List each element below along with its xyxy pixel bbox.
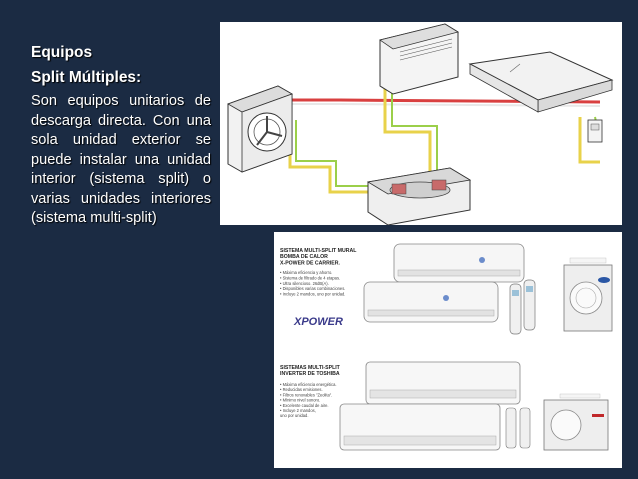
ceiling-suspended-unit — [468, 51, 614, 113]
section1-title-2: BOMBA DE CALOR — [280, 254, 328, 260]
heading-line-2: Split Múltiples: — [31, 69, 142, 86]
section2-bullet: • Incluye 2 mandos, — [280, 408, 316, 413]
svg-text:SISTEMAS MULTI-SPLIT I: SISTEMAS MULTI-SPLIT INVERTER DE TOSHIBA — [280, 365, 341, 377]
section1-title-1: SISTEMA MULTI-SPLIT MURAL — [280, 248, 357, 254]
section2-title-1: SISTEMAS MULTI-SPLIT — [280, 365, 341, 371]
section1-bullet: • Ultra silencioso. 26dB(A). — [280, 281, 329, 286]
body-paragraph: Son equipos unitarios de descarga direct… — [31, 93, 211, 226]
svg-text:SISTEMA MULTI-SPLIT MURAL: SISTEMA MULTI-SPLIT MURAL BOMBA DE CALOR… — [280, 248, 358, 266]
section2-bullet: • Reducidas emisiones. — [280, 387, 323, 392]
outdoor-unit-carrier — [563, 264, 613, 332]
slide-text: Equipos Split Múltiples: Son equipos uni… — [31, 40, 211, 229]
multi-split-diagram — [220, 22, 622, 225]
product-catalog-image: SISTEMA MULTI-SPLIT MURAL BOMBA DE CALOR… — [274, 232, 622, 468]
section1-bullet: • Sistema de filtrado de 4 etapas. — [280, 275, 340, 280]
section2-bullet: • Filtros renovables "Zeolita". — [280, 392, 332, 397]
svg-text:• Máxima eficiencia y ahorro.: • Máxima eficiencia y ahorro. • Sistema … — [280, 270, 347, 297]
remote-controls — [509, 279, 536, 335]
section2-bullet: • Excelente caudal de aire. — [280, 403, 329, 408]
wall-split-unit-upper — [393, 243, 525, 283]
toshiba-unit-upper — [365, 361, 521, 405]
outdoor-unit-toshiba — [543, 399, 609, 451]
catalog-illustration: SISTEMA MULTI-SPLIT MURAL BOMBA DE CALOR… — [274, 232, 622, 468]
section2-bullet: • Máxima eficiencia energética. — [280, 382, 337, 387]
section1-bullet: • Incluye 2 mandos, uno por unidad. — [280, 292, 345, 297]
section2-bullet: uno por unidad. — [280, 413, 308, 418]
toshiba-remotes — [505, 407, 531, 449]
xpower-logo: XPOWER — [293, 316, 343, 328]
floor-console-unit — [379, 23, 460, 95]
wall-control — [587, 119, 603, 143]
section1-title-3: X-POWER DE CARRIER. — [280, 260, 341, 266]
section2-bullet: • Mínimo nivel sonoro. — [280, 398, 320, 403]
heading-line-1: Equipos — [31, 44, 93, 61]
svg-text:• Máxima eficiencia energética: • Máxima eficiencia energética. • Reduci… — [280, 382, 338, 418]
wall-split-unit-lower — [363, 281, 499, 323]
section1-bullet: • Disponibles varias combinaciones. — [280, 286, 345, 291]
toshiba-unit-lower — [339, 403, 501, 451]
section1-bullet: • Máxima eficiencia y ahorro. — [280, 270, 332, 275]
diagram-illustration — [227, 23, 614, 225]
section2-title-2: INVERTER DE TOSHIBA — [280, 371, 340, 377]
duct-unit — [366, 167, 472, 225]
outdoor-unit — [227, 85, 293, 173]
